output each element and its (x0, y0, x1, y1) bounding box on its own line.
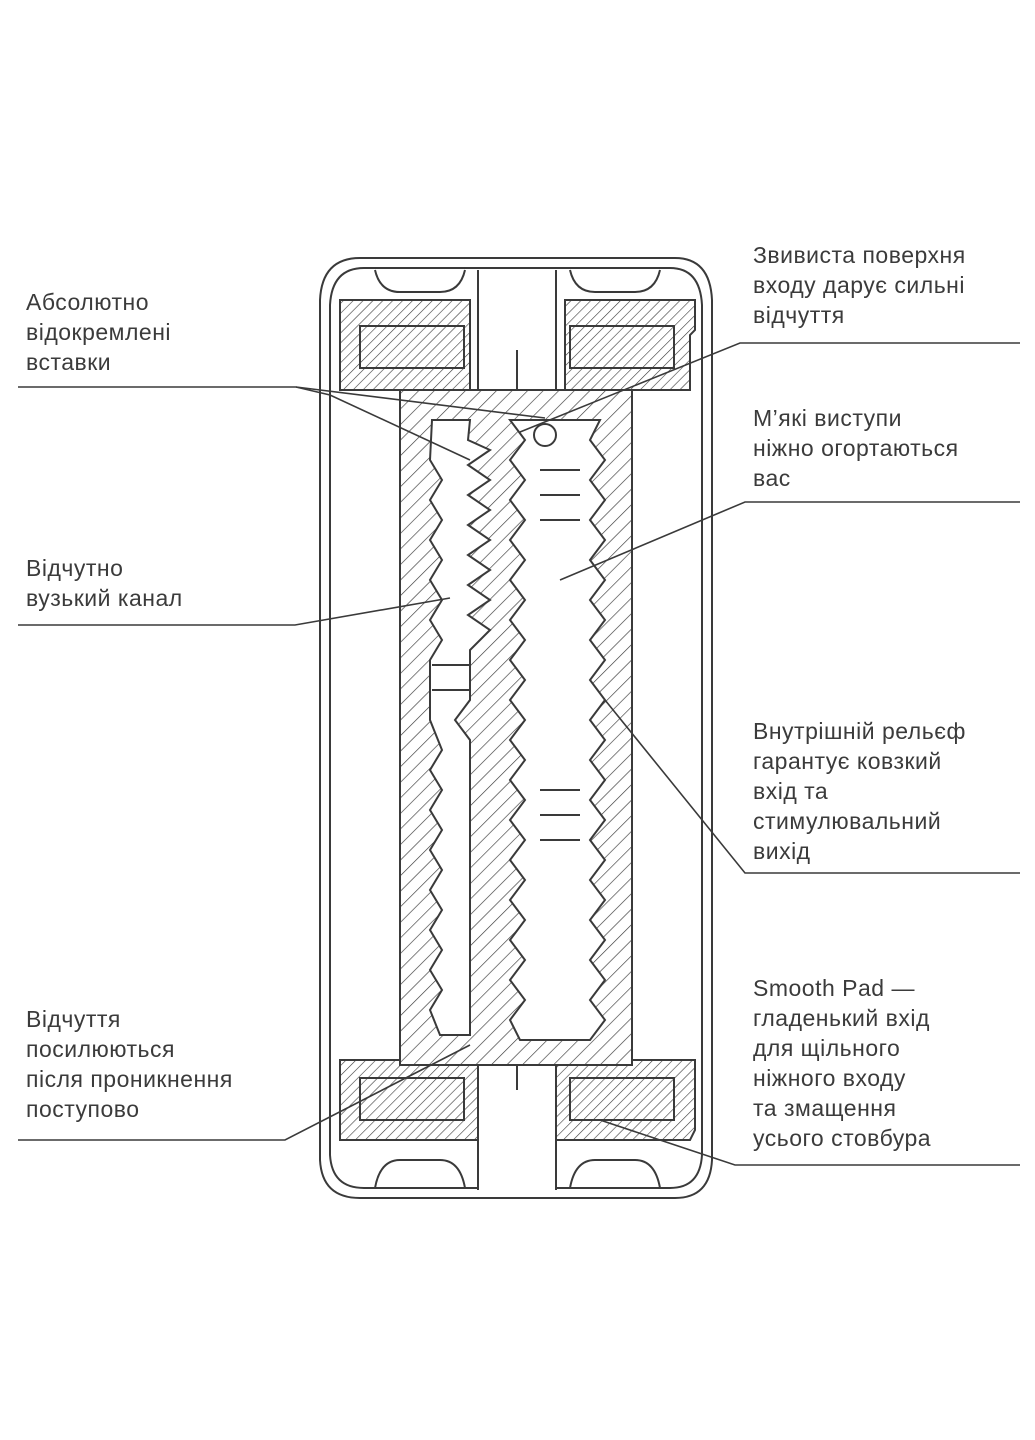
label-smooth-pad: Smooth Pad — гладенький вхід для щільног… (753, 975, 932, 1151)
label-inner-relief: Внутрішній рельєф гарантує ковзкий вхід … (753, 718, 966, 864)
pointer-line-narrow-channel (18, 597, 451, 626)
top-cap (339, 269, 696, 411)
outer-casing (319, 257, 713, 1199)
pointer-line-sensations (18, 1044, 471, 1141)
sleeve-body (399, 389, 633, 1066)
pointer-line-soft-protrusions (559, 501, 1020, 581)
pointer-lines (18, 342, 1020, 1166)
pointer-line-twisted-surface (519, 342, 1020, 433)
pointer-line-absolutely-separate (18, 386, 471, 461)
pointer-line-absolutely-separate-2 (295, 386, 546, 419)
label-sensations-gradual: Відчуття посилюються після проникнення п… (26, 1006, 233, 1122)
label-absolutely-separate: Абсолютно відокремлені вставки (26, 289, 172, 375)
label-soft-protrusions: М’які виступи ніжно огортаються вас (753, 405, 959, 491)
label-narrow-channel: Відчутно вузький канал (26, 555, 183, 611)
pointer-line-smooth-pad (599, 1119, 1020, 1166)
label-twisted-surface: Звивиста поверхня входу дарує сильні від… (753, 242, 966, 328)
pointer-line-inner-relief (604, 699, 1020, 874)
